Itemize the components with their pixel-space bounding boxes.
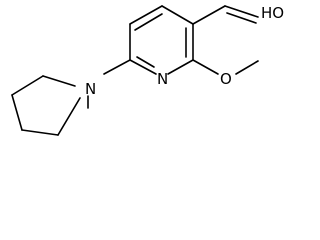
bond-c4-ch bbox=[192, 5, 226, 25]
bond-c5-c4 bbox=[161, 5, 194, 25]
bond-c2-npyr bbox=[103, 59, 131, 75]
bond-npyr-cb bbox=[42, 75, 76, 87]
bond-c6-c5-inner bbox=[134, 13, 163, 31]
pyrrolidine-ring bbox=[11, 59, 131, 136]
methoxy-oxygen-label: O bbox=[220, 70, 232, 88]
bond-n1-c2-inner bbox=[136, 56, 155, 68]
ring-nitrogen-label: N bbox=[157, 70, 168, 88]
bond-cc-cd bbox=[11, 94, 23, 131]
bond-cb-cc bbox=[11, 75, 44, 96]
oxime-nh-label: HO bbox=[261, 4, 284, 22]
bond-ch-n-inner bbox=[226, 12, 257, 24]
bond-o-ch3 bbox=[235, 60, 259, 75]
bond-ce-npyr bbox=[57, 97, 81, 136]
oxime-chain bbox=[192, 5, 259, 25]
chemical-structure: N HO O N bbox=[11, 4, 284, 136]
bond-c6-c5 bbox=[129, 5, 163, 25]
bond-ch-n bbox=[224, 5, 259, 18]
bond-c3-n1 bbox=[167, 59, 194, 75]
bond-cd-ce bbox=[21, 129, 59, 136]
methoxy-group bbox=[192, 59, 259, 75]
pyridine-ring bbox=[129, 5, 194, 75]
bond-n1-c2 bbox=[129, 59, 157, 75]
bond-c3-o bbox=[192, 59, 219, 75]
pyrrolidine-nitrogen-label: N bbox=[85, 80, 96, 98]
